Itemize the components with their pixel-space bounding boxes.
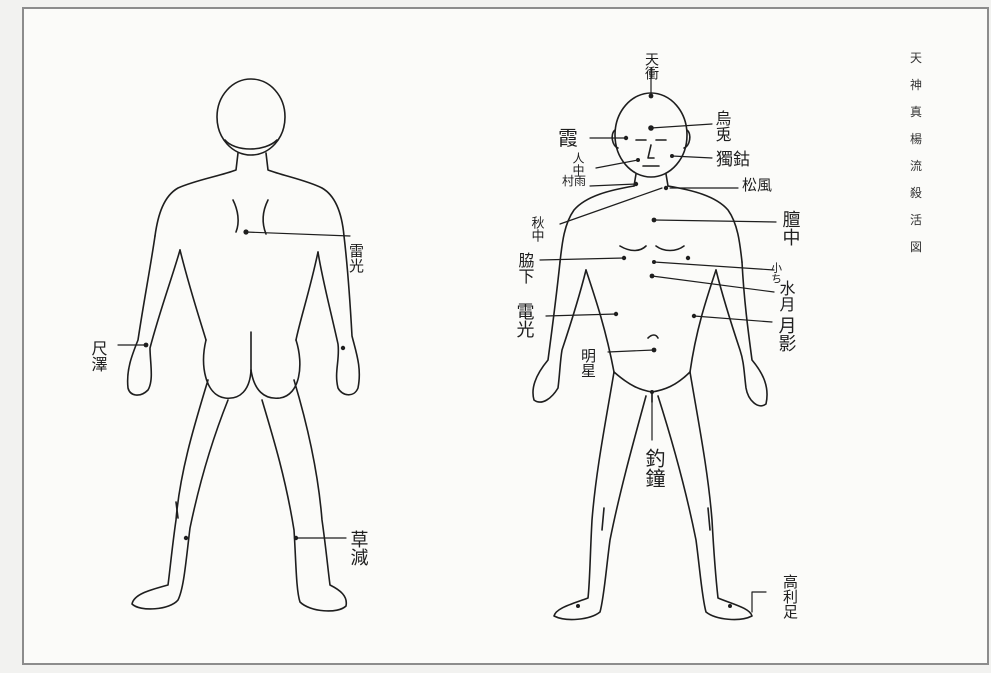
label-jinchu: 人中 (571, 152, 585, 176)
title-char-2: 神 (910, 78, 922, 92)
label-dokko: 獨鈷 (716, 150, 750, 170)
label-sokumetsu: 草減 (348, 530, 369, 566)
label-suigetsu: 水月 (777, 280, 796, 313)
label-myojo: 明星 (579, 348, 597, 378)
title-char-8: 図 (910, 240, 922, 254)
title-char-4: 楊 (910, 131, 922, 146)
figure-title: 天 神 真 楊 流 殺 活 図 (910, 51, 922, 254)
label-kasumi: 霞 (558, 126, 578, 150)
back-figure (128, 79, 360, 611)
label-shuchu: 秋中 (529, 216, 545, 242)
title-char-6: 殺 (910, 186, 922, 200)
label-kyoka: 脇下 (516, 252, 535, 284)
label-takakoshi: 高利足 (781, 574, 799, 620)
title-char-1: 天 (910, 51, 922, 65)
label-uko: 烏兎 (713, 110, 732, 142)
label-raiko: 雷光 (347, 243, 365, 274)
title-char-7: 活 (910, 213, 922, 227)
front-figure (533, 93, 767, 619)
label-murasame: 村雨 (562, 174, 586, 188)
label-getsuei: 月影 (776, 316, 797, 352)
label-tenkei: 天衝 (643, 52, 659, 80)
title-char-5: 流 (910, 159, 922, 173)
title-char-3: 真 (910, 105, 922, 119)
label-danchu: 膻中 (780, 210, 801, 246)
label-tsurigane: 釣鐘 (642, 448, 666, 488)
label-denko: 電光 (514, 302, 535, 339)
label-matsukaze: 松風 (742, 176, 772, 194)
label-shakufu: 尺澤 (89, 340, 108, 372)
